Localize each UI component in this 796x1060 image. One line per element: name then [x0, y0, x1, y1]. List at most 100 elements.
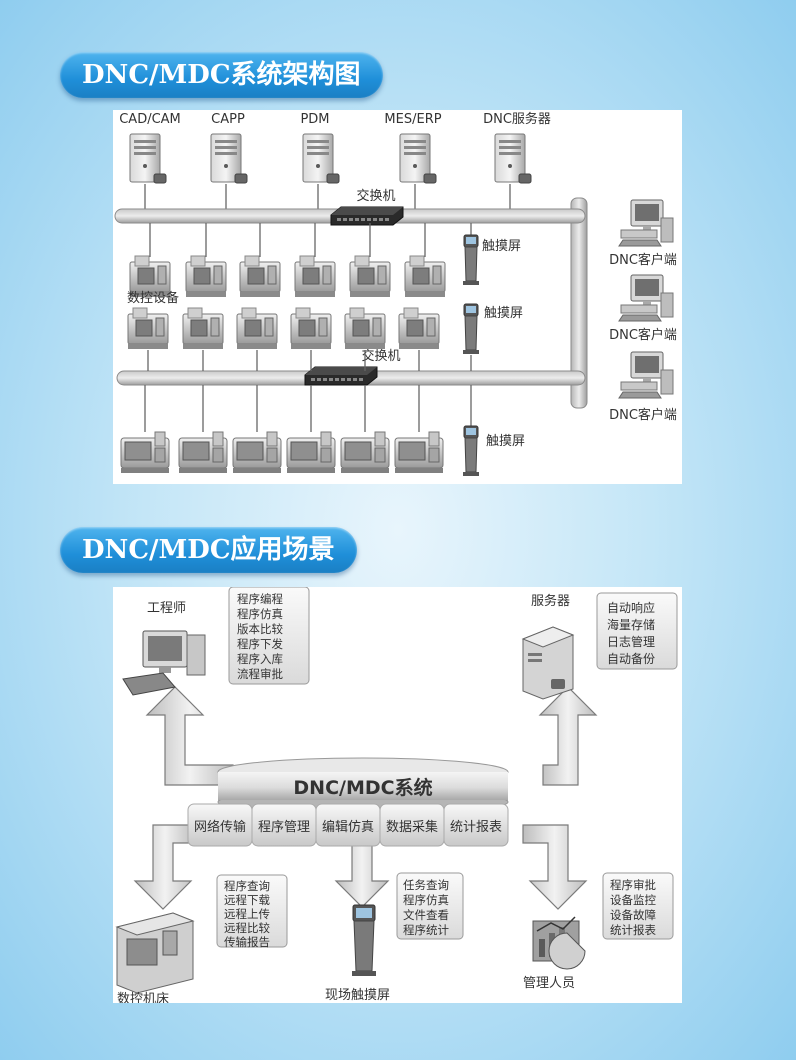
touch-item-4: 程序统计: [403, 923, 449, 937]
module-label-2: 程序管理: [258, 820, 310, 835]
server-label-pdm: PDM: [300, 112, 329, 127]
engineer-item-1: 程序编程: [237, 592, 283, 606]
machine-callout: [216, 874, 288, 948]
manager-chart-icon: [532, 916, 586, 970]
machine-item-1: 程序查询: [224, 879, 270, 893]
touch-screen-label-1: 触摸屏: [482, 239, 521, 254]
cnc-equipment-label: 数控设备: [127, 290, 179, 306]
server-label-cadcam: CAD/CAM: [119, 112, 181, 127]
machine-item-5: 传输报告: [224, 935, 270, 949]
server-icon-capp: [210, 133, 248, 184]
manager-item-3: 设备故障: [610, 908, 656, 922]
dnc-client-icon-1: [618, 199, 674, 247]
cnc-machine-icon: [115, 912, 195, 994]
system-label: DNC/MDC系统: [293, 776, 432, 799]
server-item-2: 海量存储: [607, 617, 655, 632]
engineer-label: 工程师: [147, 601, 186, 616]
server-icon-dnc: [494, 133, 532, 184]
manager-item-1: 程序审批: [610, 878, 656, 892]
arrow-to-engineer: [145, 686, 234, 786]
module-row: 网络传输 程序管理 编辑仿真 数据采集 统计报表: [187, 803, 509, 847]
touch-label: 现场触摸屏: [325, 988, 390, 1003]
engineer-item-5: 程序入库: [237, 652, 283, 666]
manager-label: 管理人员: [523, 976, 575, 991]
manager-item-2: 设备监控: [610, 893, 656, 907]
dnc-client-icon-3: [618, 351, 674, 399]
switch-label-upper: 交换机: [356, 188, 395, 204]
server-icon-cadcam: [129, 133, 167, 184]
engineer-computer-icon: [122, 630, 206, 696]
dnc-client-icon-2: [618, 274, 674, 322]
module-label-3: 编辑仿真: [322, 820, 374, 835]
engineer-item-4: 程序下发: [237, 637, 283, 651]
lathe-icon-6: [394, 431, 444, 474]
machine-label: 数控机床: [117, 992, 169, 1003]
scenario-diagram-panel: DNC/MDC系统 网络传输 程序管理 编辑仿真 数据采集 统计报表 工程师 程…: [113, 586, 682, 1007]
cnc-icon-row1-2: [185, 255, 227, 298]
server-label-meserp: MES/ERP: [384, 112, 441, 127]
module-box-5: [443, 803, 509, 847]
cnc-icon-row2-4: [290, 307, 332, 350]
engineer-item-2: 程序仿真: [237, 607, 283, 621]
engineer-item-6: 流程审批: [237, 667, 283, 681]
arrow-to-touch: [334, 842, 390, 908]
lathe-icon-2: [178, 431, 228, 474]
cnc-icon-row2-1: [127, 307, 169, 350]
architecture-diagram: CAD/CAM CAPP PDM MES/ERP DNC服务器 交换机 交换机 …: [114, 111, 677, 477]
scenario-diagram: DNC/MDC系统 网络传输 程序管理 编辑仿真 数据采集 统计报表 工程师 程…: [115, 586, 678, 1007]
touch-screen-icon-2: [462, 303, 480, 355]
manager-callout: [602, 872, 674, 940]
touch-screen-label-3: 触摸屏: [486, 434, 525, 449]
server-icon-pdm: [302, 133, 340, 184]
machine-item-2: 远程下载: [224, 893, 270, 907]
cnc-icon-row1-5: [349, 255, 391, 298]
backbone-vertical: [570, 197, 588, 409]
server-item-4: 自动备份: [607, 652, 655, 666]
lathe-icon-3: [232, 431, 282, 474]
touch-screen-label-2: 触摸屏: [484, 306, 523, 321]
arrow-to-machine: [133, 824, 196, 910]
cnc-icon-row2-2: [182, 307, 224, 350]
switch-icon-lower: [304, 366, 378, 386]
lathe-icon-5: [340, 431, 390, 474]
engineer-item-3: 版本比较: [237, 622, 283, 636]
cnc-icon-row2-3: [236, 307, 278, 350]
architecture-diagram-panel: CAD/CAM CAPP PDM MES/ERP DNC服务器 交换机 交换机 …: [113, 110, 682, 484]
switch-label-lower: 交换机: [361, 348, 400, 364]
machine-item-3: 远程上传: [224, 907, 270, 921]
lathe-icon-1: [120, 431, 170, 474]
server-icon-meserp: [399, 133, 437, 184]
touch-screen-icon-3: [462, 425, 480, 477]
server-label: 服务器: [531, 593, 570, 609]
section1-title: DNC/MDC系统架构图: [60, 52, 383, 98]
dnc-client-label-2: DNC客户端: [609, 327, 677, 343]
cnc-icon-row1-3: [239, 255, 281, 298]
section2-title: DNC/MDC应用场景: [60, 527, 357, 573]
field-touch-screen-icon: [352, 904, 376, 976]
server-callout: [596, 592, 678, 670]
server-item-3: 日志管理: [607, 634, 655, 649]
server-icon: [521, 626, 575, 700]
touch-screen-icon-1: [462, 234, 480, 286]
touch-item-1: 任务查询: [403, 878, 449, 892]
dnc-client-label-1: DNC客户端: [609, 252, 677, 268]
touch-item-2: 程序仿真: [403, 893, 449, 907]
arrow-to-server: [538, 686, 598, 786]
manager-item-4: 统计报表: [610, 923, 656, 937]
switch-icon-upper: [330, 206, 404, 226]
arrow-to-manager: [522, 824, 588, 910]
touch-item-3: 文件查看: [403, 908, 449, 922]
server-label-dnc: DNC服务器: [483, 111, 551, 127]
module-label-1: 网络传输: [194, 819, 246, 835]
engineer-callout: [228, 586, 310, 685]
server-label-capp: CAPP: [211, 112, 245, 127]
lathe-icon-4: [286, 431, 336, 474]
module-label-4: 数据采集: [386, 819, 438, 835]
cnc-icon-row2-5: [344, 307, 386, 350]
server-item-1: 自动响应: [607, 600, 655, 615]
dnc-client-label-3: DNC客户端: [609, 407, 677, 423]
cnc-icon-row1-4: [294, 255, 336, 298]
cnc-icon-row2-6: [398, 307, 440, 350]
touch-callout: [396, 872, 464, 940]
cnc-icon-row1-6: [404, 255, 446, 298]
